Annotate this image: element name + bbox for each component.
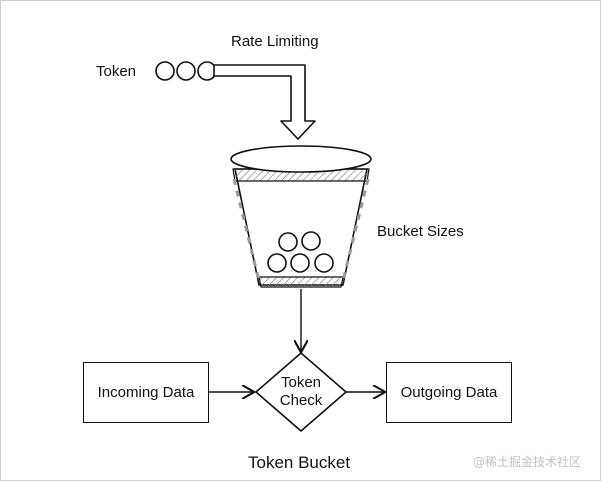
token-check-label: Token Check — [263, 374, 339, 410]
bucket-lid — [230, 145, 372, 173]
token-check-line2: Check — [279, 392, 323, 409]
watermark: @稀土掘金技术社区 — [473, 453, 581, 470]
token-ball — [176, 61, 196, 81]
bucket — [230, 145, 372, 288]
token-label: Token — [96, 63, 137, 80]
token-balls — [155, 61, 217, 81]
watermark-text: @稀土掘金技术社区 — [473, 455, 582, 469]
feed-arrow — [213, 64, 316, 140]
token-check-line1: Token — [280, 374, 322, 391]
bucket-token — [314, 253, 334, 273]
bucket-sizes-label: Bucket Sizes — [377, 223, 464, 240]
bucket-base-band — [258, 276, 344, 288]
token-check-diamond — [255, 352, 347, 432]
incoming-data-box: Incoming Data — [83, 362, 209, 423]
token-ball — [155, 61, 175, 81]
outgoing-data-box: Outgoing Data — [386, 362, 512, 423]
bucket-token — [267, 253, 287, 273]
bucket-token — [290, 253, 310, 273]
rate-limiting-label: Rate Limiting — [231, 33, 319, 50]
bucket-tokens — [267, 231, 334, 273]
bucket-token — [278, 232, 298, 252]
bucket-token — [301, 231, 321, 251]
diagram-title: Token Bucket — [248, 453, 351, 472]
bucket-body — [234, 168, 368, 286]
